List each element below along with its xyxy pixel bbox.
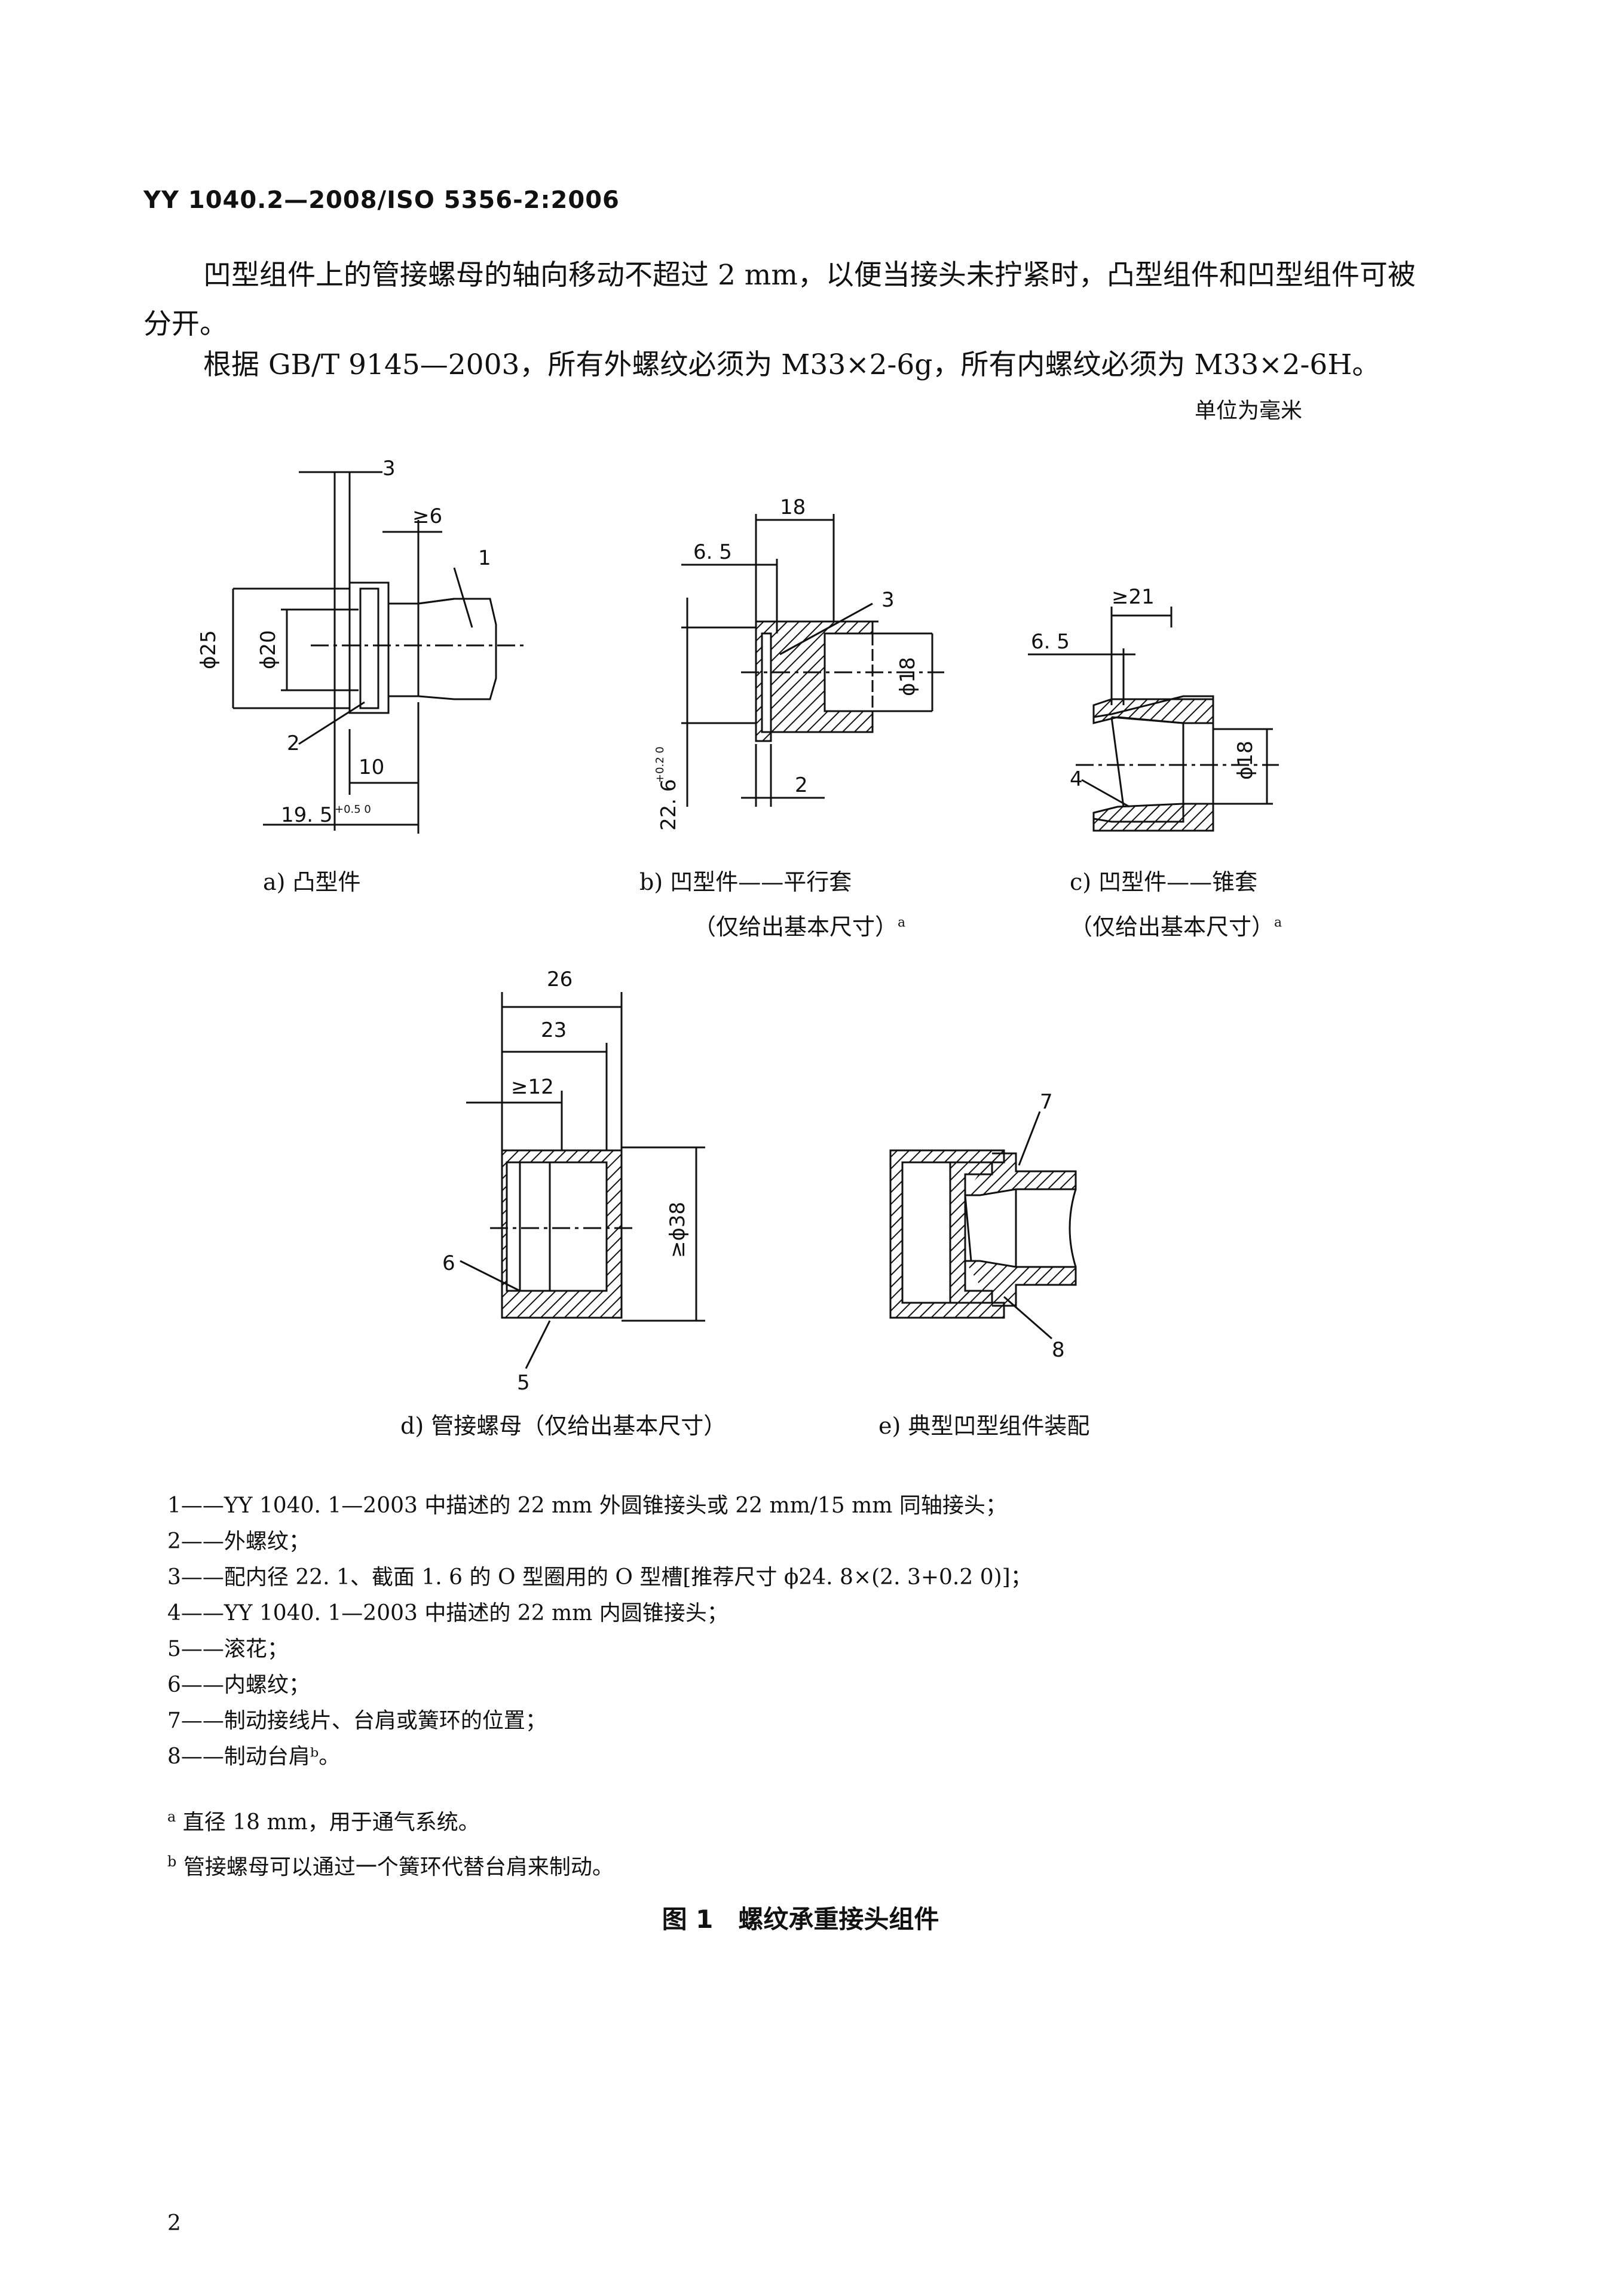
legend-item-3: 3——配内径 22. 1、截面 1. 6 的 O 型圈用的 O 型槽[推荐尺寸 … bbox=[167, 1565, 1032, 1590]
caption-c-note: a bbox=[1274, 915, 1282, 930]
legend-item-5: 5——滚花； bbox=[167, 1637, 289, 1661]
footnote-a-mark: a bbox=[167, 1808, 176, 1825]
caption-c-2: （仅给出基本尺寸） bbox=[1070, 914, 1275, 940]
callout-8: 8 bbox=[1052, 1338, 1065, 1362]
dim-a-20: ϕ20 bbox=[256, 630, 280, 669]
page-number: 2 bbox=[167, 2211, 181, 2236]
dim-d-12: ≥12 bbox=[511, 1075, 554, 1099]
legend-item-8: 8——制动台肩ᵇ。 bbox=[167, 1744, 341, 1769]
dim-c-18dia: ϕ18 bbox=[1233, 740, 1257, 780]
caption-d: d) 管接螺母（仅给出基本尺寸） bbox=[400, 1413, 727, 1439]
dim-b-18dia: ϕ18 bbox=[896, 657, 920, 696]
caption-b-1: b) 凹型件——平行套 bbox=[639, 869, 852, 895]
dim-b-226: 22. 6 bbox=[657, 779, 681, 831]
figure-d-drawing bbox=[460, 992, 705, 1369]
dim-b-18: 18 bbox=[780, 495, 806, 519]
dim-c-65: 6. 5 bbox=[1031, 630, 1070, 654]
callout-1: 1 bbox=[478, 546, 491, 570]
technical-drawings: 3 ≥6 1 ϕ25 ϕ20 10 19. 5 +0.5 0 2 18 6. 5 bbox=[197, 457, 1279, 1395]
callout-5: 5 bbox=[517, 1371, 530, 1395]
legend-item-1: 1——YY 1040. 1—2003 中描述的 22 mm 外圆锥接头或 22 … bbox=[167, 1493, 1007, 1518]
caption-b-2: （仅给出基本尺寸） bbox=[693, 914, 898, 940]
callout-7: 7 bbox=[1040, 1090, 1053, 1114]
legend: 1——YY 1040. 1—2003 中描述的 22 mm 外圆锥接头或 22 … bbox=[167, 1488, 1032, 1775]
figure-a-drawing bbox=[232, 471, 526, 834]
caption-c-1: c) 凹型件——锥套 bbox=[1070, 869, 1258, 895]
dim-b-65: 6. 5 bbox=[693, 540, 732, 564]
legend-item-7: 7——制动接线片、台肩或簧环的位置； bbox=[167, 1709, 547, 1733]
legend-item-4: 4——YY 1040. 1—2003 中描述的 22 mm 内圆锥接头； bbox=[167, 1601, 728, 1625]
units-note: 单位为毫米 bbox=[1194, 399, 1302, 423]
legend-item-6: 6——内螺纹； bbox=[167, 1673, 310, 1697]
dim-a-10: 10 bbox=[359, 755, 384, 779]
caption-e: e) 典型凹型组件装配 bbox=[878, 1413, 1090, 1439]
dim-d-23: 23 bbox=[541, 1018, 567, 1042]
footnote-a-text: 直径 18 mm，用于通气系统。 bbox=[182, 1810, 480, 1835]
caption-b-note: a bbox=[898, 915, 906, 930]
dim-d-38: ≥ϕ38 bbox=[666, 1202, 690, 1258]
footnote-a: a 直径 18 mm，用于通气系统。 bbox=[167, 1805, 480, 1836]
figure-e-drawing bbox=[889, 1111, 1077, 1340]
caption-b-2-wrap: （仅给出基本尺寸）a bbox=[693, 908, 905, 941]
standard-header: YY 1040.2—2008/ISO 5356-2:2006 bbox=[143, 186, 620, 214]
footnote-b: b 管接螺母可以通过一个簧环代替台肩来制动。 bbox=[167, 1850, 614, 1881]
dim-a-195: 19. 5 bbox=[281, 803, 333, 827]
caption-a: a) 凸型件 bbox=[263, 869, 361, 895]
paragraph-2: 根据 GB/T 9145—2003，所有外螺纹必须为 M33×2-6g，所有内螺… bbox=[203, 348, 1380, 381]
dim-a-25: ϕ25 bbox=[197, 630, 221, 669]
figure-c-drawing bbox=[1028, 607, 1279, 832]
dim-d-26: 26 bbox=[547, 968, 573, 991]
legend-item-2: 2——外螺纹； bbox=[167, 1529, 310, 1554]
figure-b-drawing bbox=[681, 514, 944, 807]
paragraph-1: 凹型组件上的管接螺母的轴向移动不超过 2 mm，以便当接头未拧紧时，凸型组件和凹… bbox=[143, 259, 1416, 341]
dim-c-21: ≥21 bbox=[1112, 585, 1155, 609]
dim-b-2: 2 bbox=[795, 773, 808, 797]
dim-b-226-tol: +0.2 0 bbox=[654, 746, 666, 783]
callout-6: 6 bbox=[442, 1251, 455, 1275]
footnote-b-text: 管接螺母可以通过一个簧环代替台肩来制动。 bbox=[183, 1855, 614, 1879]
callout-3: 3 bbox=[881, 588, 895, 612]
dim-a-3: 3 bbox=[382, 457, 396, 480]
footnote-b-mark: b bbox=[167, 1853, 177, 1870]
callout-4: 4 bbox=[1070, 767, 1083, 791]
figure-title: 图 1 螺纹承重接头组件 bbox=[662, 1905, 939, 1934]
callout-2: 2 bbox=[287, 731, 300, 755]
dim-a-6: ≥6 bbox=[412, 504, 442, 528]
caption-c-2-wrap: （仅给出基本尺寸）a bbox=[1070, 908, 1282, 941]
dim-a-195-tol: +0.5 0 bbox=[335, 803, 371, 816]
